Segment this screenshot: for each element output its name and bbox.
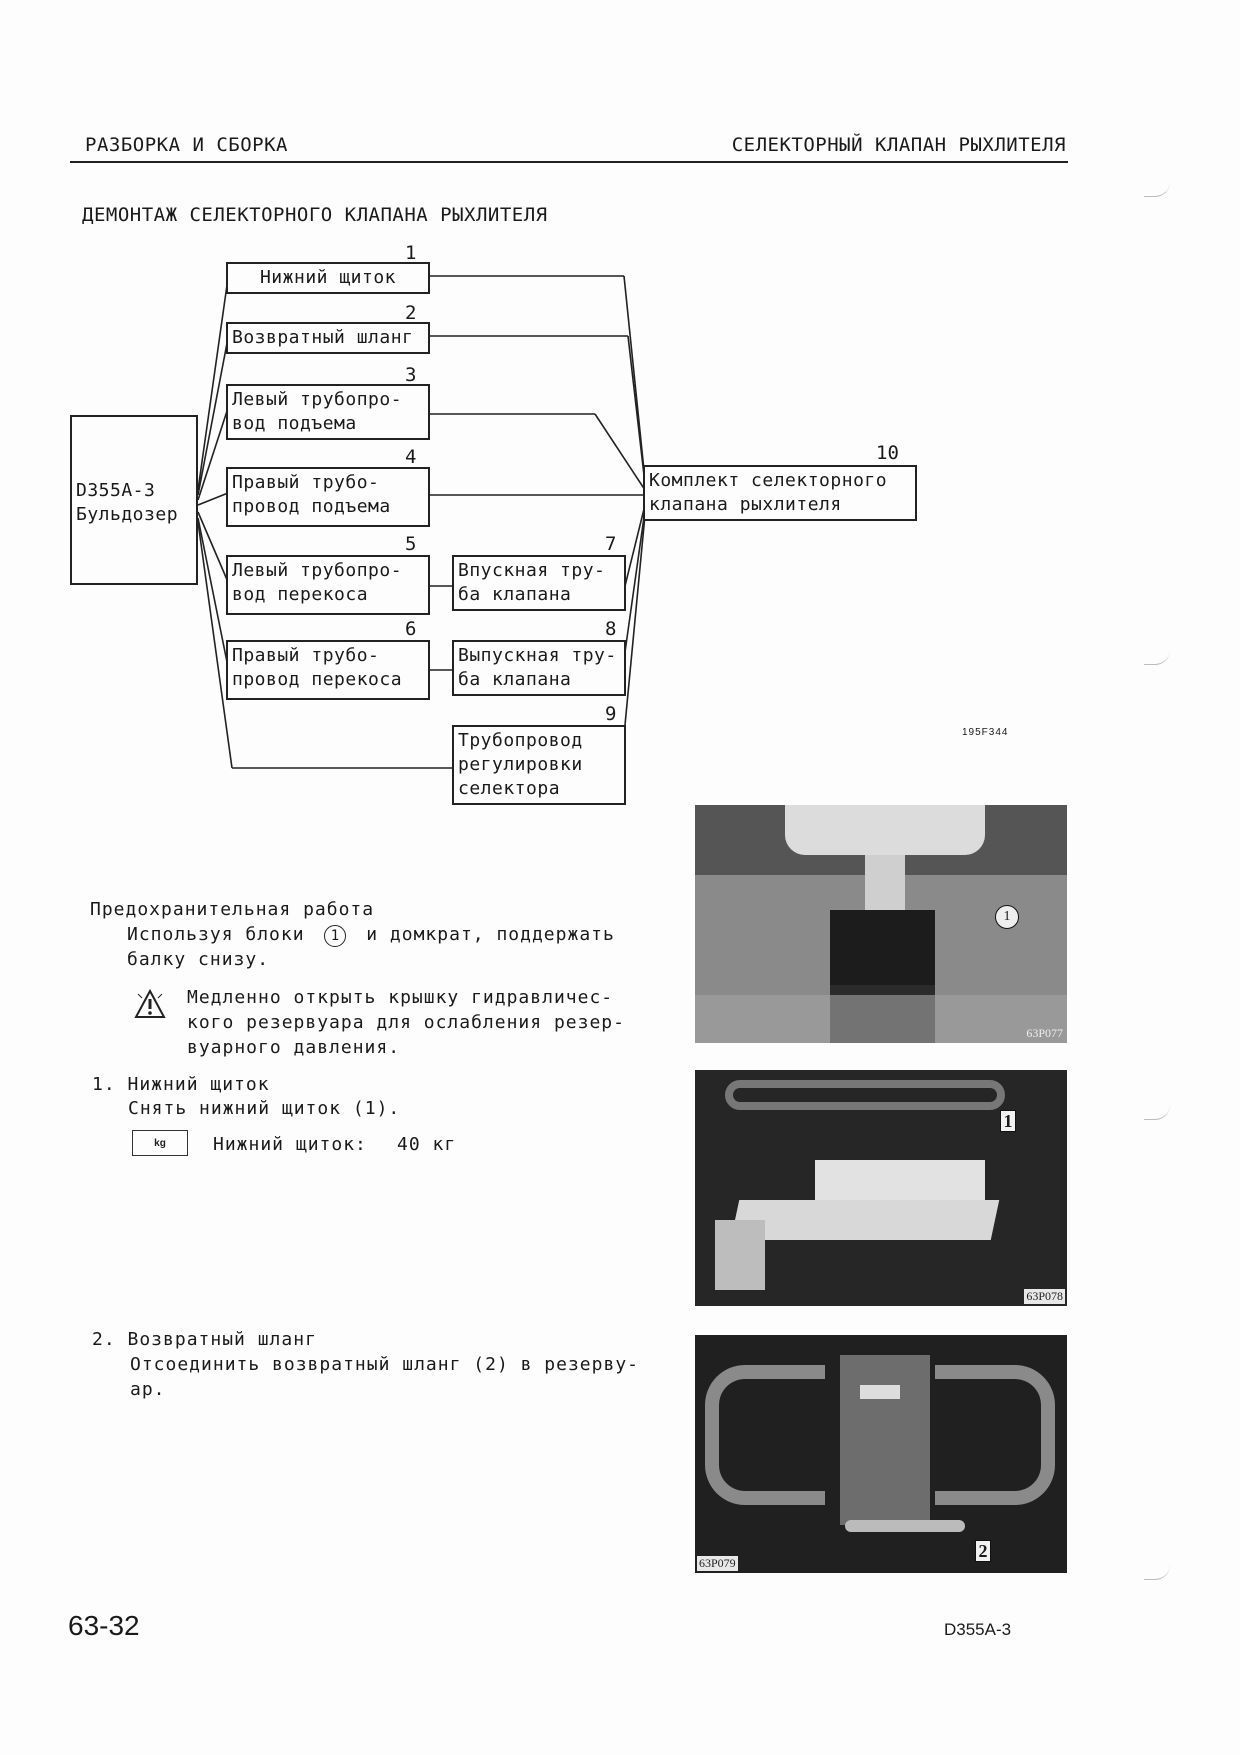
node-9: Трубопровод регулировки селектора [452, 725, 626, 805]
photo-3-callout: 2 [975, 1540, 991, 1562]
step-2-heading: 2. Возвратный шланг [92, 1329, 317, 1350]
binder-mark [1144, 650, 1170, 665]
circled-number: 1 [324, 925, 347, 947]
binder-mark [1144, 182, 1170, 197]
node-1-number: 1 [405, 242, 417, 264]
node-2: Возвратный шланг [226, 322, 430, 354]
footer-model: D355A-3 [944, 1620, 1012, 1639]
safety-title: Предохранительная работа [90, 899, 375, 920]
node-7: Впускная тру- ба клапана [452, 555, 626, 611]
safety-text-after: и домкрат, поддержать балку снизу. [127, 924, 615, 970]
step-1-text: Снять нижний щиток (1). [128, 1098, 401, 1119]
step-1-heading: 1. Нижний щиток [92, 1074, 270, 1095]
node-4: Правый трубо- провод подъема [226, 467, 430, 527]
node-4-number: 4 [405, 446, 417, 468]
binder-mark [1144, 1565, 1170, 1580]
diagram-code: 195F344 [962, 727, 1009, 738]
photo-1-code: 63P077 [1026, 1026, 1063, 1040]
disassembly-diagram-lines [197, 275, 646, 769]
photo-2-code: 63P078 [1024, 1289, 1065, 1304]
warning-icon [134, 988, 166, 1018]
node-10-main-assembly: Комплект селекторного клапана рыхлителя [643, 465, 917, 521]
page-number: 63-32 [68, 1610, 140, 1641]
header-rule [70, 161, 1068, 163]
photo-jack-blocks: 1 63P077 [695, 805, 1067, 1043]
weight-value: 40 кг [397, 1134, 457, 1155]
node-8: Выпускная тру- ба клапана [452, 640, 626, 696]
safety-text-before: Используя блоки [127, 924, 305, 945]
photo-3-code: 63P079 [697, 1556, 738, 1571]
node-1: Нижний щиток [226, 262, 430, 294]
photo-return-hose: 2 63P079 [695, 1335, 1067, 1573]
node-6-number: 6 [405, 618, 417, 640]
root-node-bulldozer: D355A-3 Бульдозер [70, 415, 198, 585]
node-8-number: 8 [605, 618, 617, 640]
node-3: Левый трубопро- вод подъема [226, 384, 430, 440]
node-5-number: 5 [405, 533, 417, 555]
step-2-text: Отсоединить возвратный шланг (2) в резер… [130, 1354, 639, 1400]
weight-icon: kg [132, 1130, 188, 1156]
photo-1-callout: 1 [995, 905, 1019, 929]
photo-2-callout: 1 [1000, 1110, 1016, 1132]
node-9-number: 9 [605, 703, 617, 725]
node-3-number: 3 [405, 364, 417, 386]
warning-text: Медленно открыть крышку гидравличес- ког… [187, 987, 625, 1058]
weight-label: Нижний щиток: [213, 1134, 367, 1155]
header-section-left: РАЗБОРКА И СБОРКА [85, 134, 288, 156]
safety-text: Используя блоки 1 и домкрат, поддержать … [127, 922, 647, 972]
node-2-number: 2 [405, 302, 417, 324]
node-5: Левый трубопро- вод перекоса [226, 555, 430, 615]
section-title: ДЕМОНТАЖ СЕЛЕКТОРНОГО КЛАПАНА РЫХЛИТЕЛЯ [82, 204, 548, 226]
photo-lower-guard: 1 63P078 [695, 1070, 1067, 1306]
binder-mark [1144, 1105, 1170, 1120]
node-6: Правый трубо- провод перекоса [226, 640, 430, 700]
node-7-number: 7 [605, 533, 617, 555]
node-10-number: 10 [876, 442, 899, 464]
header-section-right: СЕЛЕКТОРНЫЙ КЛАПАН РЫХЛИТЕЛЯ [731, 134, 1066, 156]
